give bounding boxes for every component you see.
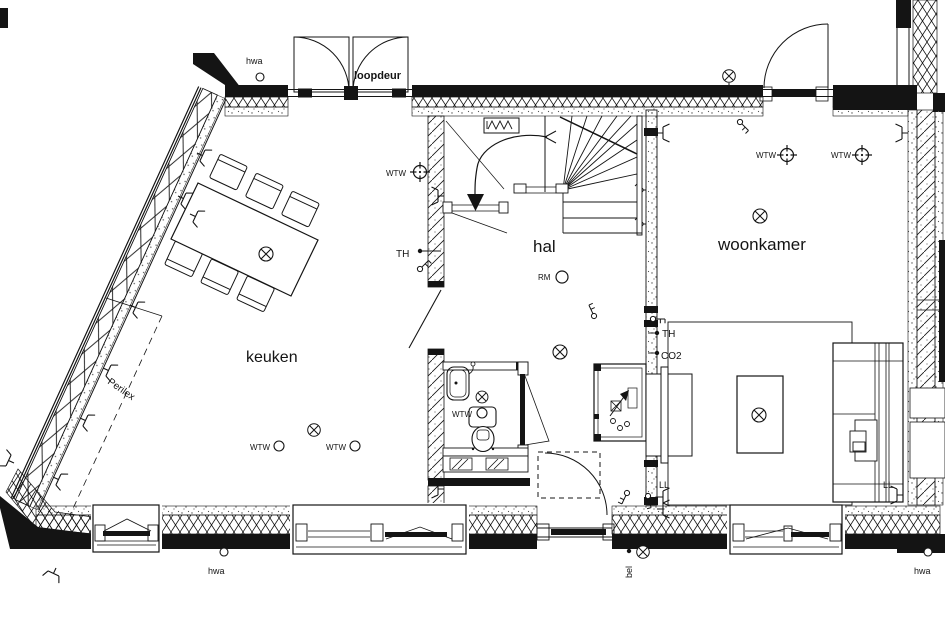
counter-outline bbox=[69, 315, 163, 516]
kitchen-double-door bbox=[288, 36, 412, 100]
label-perilex: Perilex bbox=[105, 376, 136, 403]
room-label-hal: hal bbox=[533, 237, 556, 256]
smoke-detector bbox=[555, 270, 569, 284]
wtw-valve-toilet bbox=[476, 407, 488, 419]
washbasin bbox=[446, 361, 476, 401]
window-left bbox=[91, 503, 162, 555]
toilet-wc bbox=[468, 406, 497, 453]
top-wall bbox=[0, 0, 945, 117]
staircase bbox=[442, 115, 643, 236]
label-wtw-living-1: WTW bbox=[756, 151, 776, 160]
room-label-keuken: keuken bbox=[246, 349, 298, 366]
hwa-drain-top bbox=[255, 72, 265, 82]
label-rm: RM bbox=[538, 273, 551, 282]
duct-shaft bbox=[442, 455, 529, 473]
window-livingroom bbox=[727, 503, 845, 556]
door-mat-outline bbox=[537, 451, 601, 499]
label-bel: bel bbox=[624, 566, 634, 578]
hwa-drain-bottom-left bbox=[219, 547, 229, 557]
label-hwa-bottom-right: hwa bbox=[914, 566, 931, 576]
label-th-living: TH bbox=[662, 329, 675, 340]
meter-cupboard bbox=[593, 363, 647, 442]
tv-panel bbox=[660, 366, 669, 464]
front-door bbox=[536, 451, 615, 541]
right-wall bbox=[907, 109, 945, 506]
toilet-door-leaf bbox=[520, 374, 525, 445]
dining-table bbox=[170, 182, 319, 297]
room-label-woonkamer: woonkamer bbox=[717, 235, 806, 254]
label-wtw-kitchen-2: WTW bbox=[326, 443, 346, 452]
kitchen-door-leaf bbox=[408, 289, 442, 349]
label-wtw-toilet: WTW bbox=[452, 410, 472, 419]
coffee-table bbox=[736, 375, 784, 454]
labels: keuken hal woonkamer loopdeur hwa hwa hw… bbox=[105, 56, 930, 578]
sofa bbox=[832, 342, 904, 503]
livingroom-top-door bbox=[759, 23, 833, 102]
label-wtw-kitchen-1: WTW bbox=[250, 443, 270, 452]
electrical-symbols bbox=[0, 69, 933, 584]
diagonal-wall bbox=[10, 86, 227, 511]
toilet-room bbox=[428, 361, 550, 486]
label-wtw-living-2: WTW bbox=[831, 151, 851, 160]
label-ll-right: LL bbox=[883, 480, 893, 490]
hwa-drain-bottom-right bbox=[923, 547, 933, 557]
doorbell-chime-box bbox=[483, 117, 520, 134]
stair-direction-arrow bbox=[467, 130, 557, 211]
label-ll-left: LL bbox=[659, 480, 669, 490]
label-wtw-hall-wall: WTW bbox=[386, 169, 406, 178]
label-hwa-bottom-left: hwa bbox=[208, 566, 225, 576]
sideboard bbox=[645, 373, 693, 457]
living-room bbox=[645, 321, 904, 506]
label-co2: CO2 bbox=[661, 351, 682, 362]
kitchen-hall-wall bbox=[408, 115, 445, 509]
window-kitchen bbox=[290, 503, 469, 556]
label-hwa-top: hwa bbox=[246, 56, 263, 66]
label-loopdeur: loopdeur bbox=[354, 70, 402, 82]
label-th-kitchen: TH bbox=[396, 249, 409, 260]
